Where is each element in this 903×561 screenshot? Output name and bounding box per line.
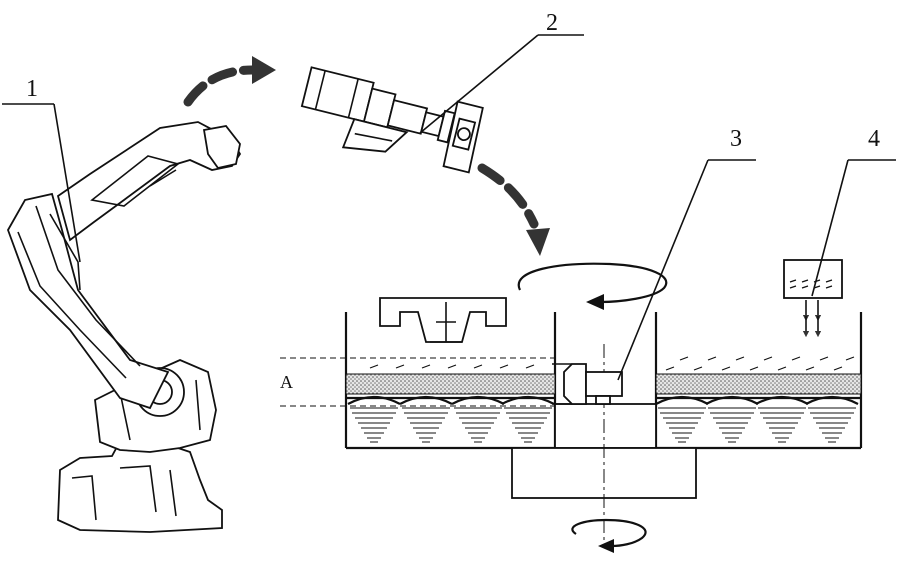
tool-head <box>295 65 485 178</box>
label-robot: 1 <box>26 76 38 102</box>
rotation-arrow-top <box>519 264 667 310</box>
label-tool: 2 <box>546 10 558 36</box>
leader-spindle-diag <box>618 160 708 380</box>
rotation-arrow-bottom <box>572 520 645 553</box>
label-spindle: 3 <box>730 126 742 152</box>
build-tank <box>280 312 861 540</box>
label-feeder: 4 <box>868 126 880 152</box>
robot-arm: 1 <box>2 76 240 532</box>
workpiece-fixture <box>380 298 506 342</box>
transfer-arrow-right <box>482 168 550 256</box>
powder-feeder <box>784 260 842 334</box>
transfer-arrow-top <box>188 56 276 102</box>
label-zone-a: A <box>280 372 293 392</box>
melt-cones-left <box>348 397 554 442</box>
spindle-head <box>552 364 622 404</box>
melt-cones-right <box>656 397 858 442</box>
